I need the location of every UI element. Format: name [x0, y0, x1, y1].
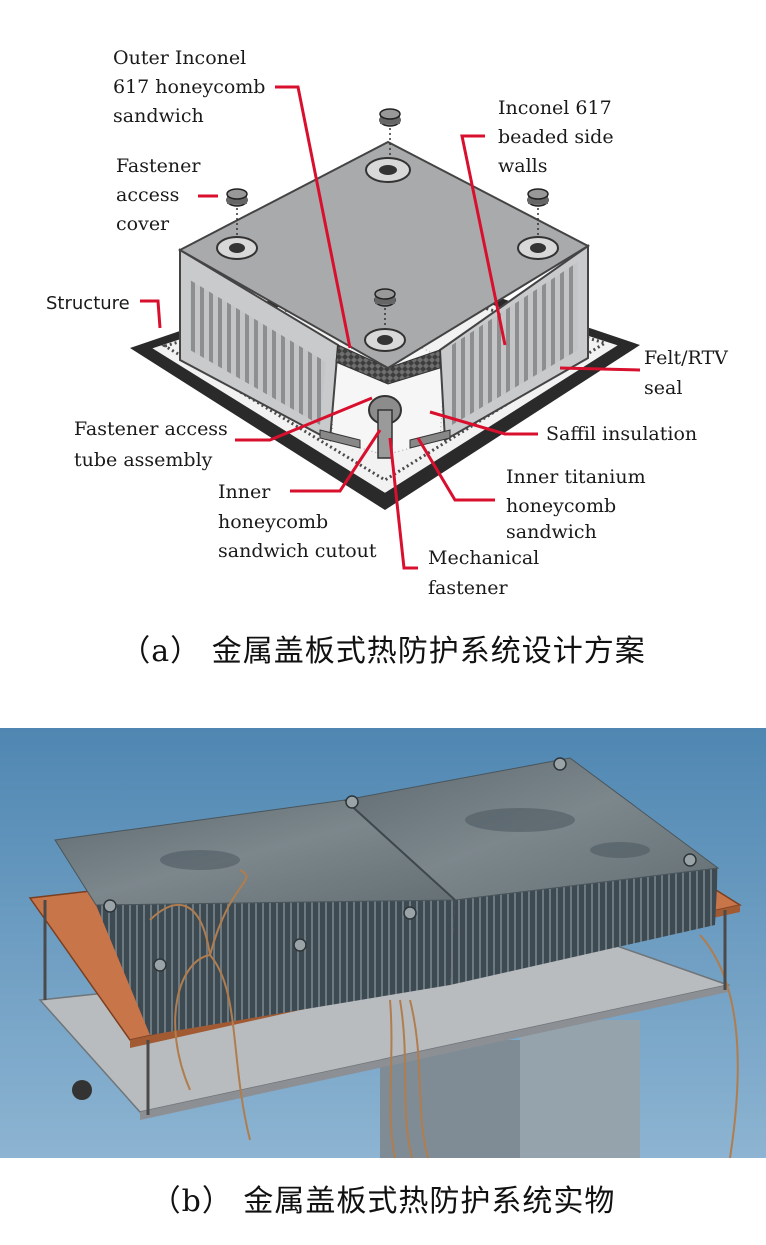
label-structure: Structure [46, 293, 130, 314]
label-felt-rtv-1: Felt/RTV [644, 347, 728, 369]
label-outer-inconel-1: Outer Inconel [113, 47, 246, 69]
leader-outer-inconel [275, 85, 352, 349]
label-outer-inconel: Outer Inconel 617 honeycomb sandwich [113, 47, 272, 127]
label-fastener-cover-1: Fastener [116, 155, 201, 177]
leader-tube [235, 396, 373, 442]
label-fastener-tube-1: Fastener access [74, 418, 228, 440]
caption-b: （b） 金属盖板式热防护系统实物 [150, 1184, 616, 1219]
label-fastener-cover: Fastener access cover [116, 155, 206, 235]
washer-top [365, 157, 411, 183]
support-posts [43, 900, 727, 1115]
right-wall-beads [452, 262, 578, 425]
panel-front-side [96, 900, 455, 1035]
label-inner-titanium-1: Inner titanium [506, 466, 646, 488]
label-outer-inconel-3: sandwich [113, 105, 204, 127]
label-fastener-cover-3: cover [116, 213, 170, 235]
washer-right [517, 236, 559, 260]
label-inner-titanium: Inner titanium honeycomb sandwich [506, 466, 652, 543]
panel-right-side [450, 868, 718, 985]
label-saffil: Saffil insulation [546, 423, 697, 445]
fastener-access-cover-right [527, 188, 549, 238]
label-felt-rtv-2: seal [644, 377, 682, 399]
leader-structure [140, 299, 162, 329]
label-inner-titanium-2: honeycomb [506, 495, 616, 517]
washer-left [216, 236, 258, 260]
panel-stains [160, 808, 650, 870]
leader-side-walls [460, 134, 507, 346]
left-wall-beads [190, 280, 326, 425]
connector [72, 1080, 92, 1100]
leader-felt [559, 366, 641, 372]
label-fastener-tube-2: tube assembly [74, 449, 213, 471]
label-inner-cutout-2: honeycomb [218, 511, 328, 533]
label-fastener-tube: Fastener access tube assembly [74, 418, 234, 471]
panel-seam [344, 799, 456, 901]
fastener-access-cover-left [226, 188, 248, 238]
leader-inner-titanium [416, 437, 495, 502]
leader-saffil [429, 410, 538, 436]
fastener-access-cover-front [374, 288, 396, 330]
thermocouple-wires [149, 869, 739, 1159]
fastener-access-cover-top [379, 108, 401, 158]
inner-titanium-left [319, 429, 361, 449]
leader-mech-fastener [388, 437, 418, 570]
label-inner-cutout-1: Inner [218, 481, 271, 503]
support-box-side [520, 1020, 640, 1158]
leader-inner-cutout [290, 429, 382, 493]
label-felt-rtv: Felt/RTV seal [644, 347, 734, 399]
label-side-walls-1: Inconel 617 [498, 97, 612, 119]
label-inner-cutout-3: sandwich cutout [218, 540, 377, 562]
label-mech-fastener-1: Mechanical [428, 547, 539, 569]
label-outer-inconel-2: 617 honeycomb [113, 76, 265, 98]
aluminum-plate-edge [140, 985, 728, 1120]
outer-panel-top [177, 140, 591, 370]
label-mech-fastener: Mechanical fastener [428, 547, 545, 599]
label-inner-titanium-3: sandwich [506, 521, 597, 543]
tps-photo [0, 728, 766, 1159]
caption-a: （a） 金属盖板式热防护系统设计方案 [120, 634, 646, 669]
panel-fasteners [103, 757, 697, 972]
label-side-walls: Inconel 617 beaded side walls [498, 97, 620, 177]
label-inner-cutout: Inner honeycomb sandwich cutout [218, 481, 377, 562]
washer-front [364, 328, 406, 352]
label-fastener-cover-2: access [116, 184, 179, 206]
label-side-walls-2: beaded side [498, 126, 614, 148]
label-side-walls-3: walls [498, 155, 548, 177]
label-mech-fastener-2: fastener [428, 577, 508, 599]
tps-diagram: Outer Inconel 617 honeycomb sandwich Fas… [46, 47, 734, 599]
